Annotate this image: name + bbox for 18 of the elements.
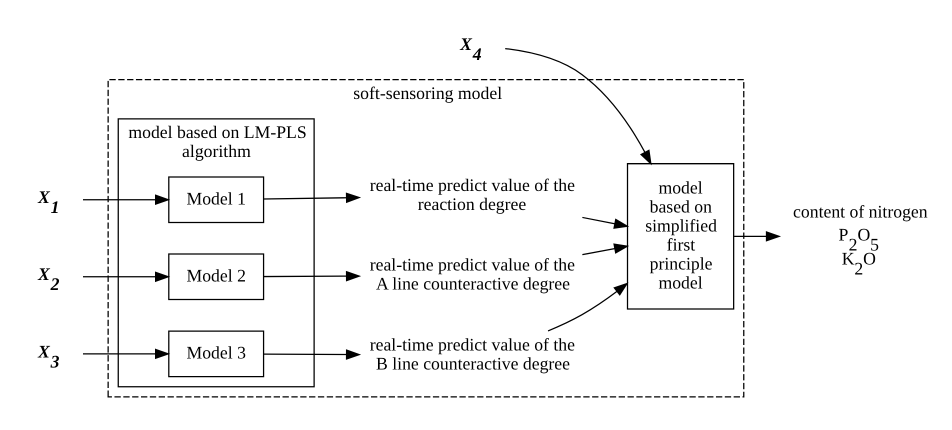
arrow <box>504 47 652 165</box>
node-box: Model 1 <box>168 176 264 223</box>
node-box: model based on simplified first principle model <box>626 162 734 310</box>
node-text: real-time predict value of the B line counteractive degree <box>369 334 574 373</box>
node-text: real-time predict value of the reaction degree <box>369 174 574 214</box>
arrow <box>263 348 361 360</box>
node-box: Model 3 <box>168 330 264 377</box>
arrow <box>547 282 628 331</box>
arrow <box>582 242 629 255</box>
arrow <box>82 194 170 205</box>
arrow <box>82 270 170 282</box>
arrow <box>82 348 170 359</box>
arrow <box>263 270 361 281</box>
arrow <box>734 230 781 242</box>
node-text: real-time predict value of the A line counteractive degree <box>369 254 574 294</box>
arrow <box>582 216 629 228</box>
node-box: Model 2 <box>168 252 264 300</box>
arrow <box>263 192 361 203</box>
